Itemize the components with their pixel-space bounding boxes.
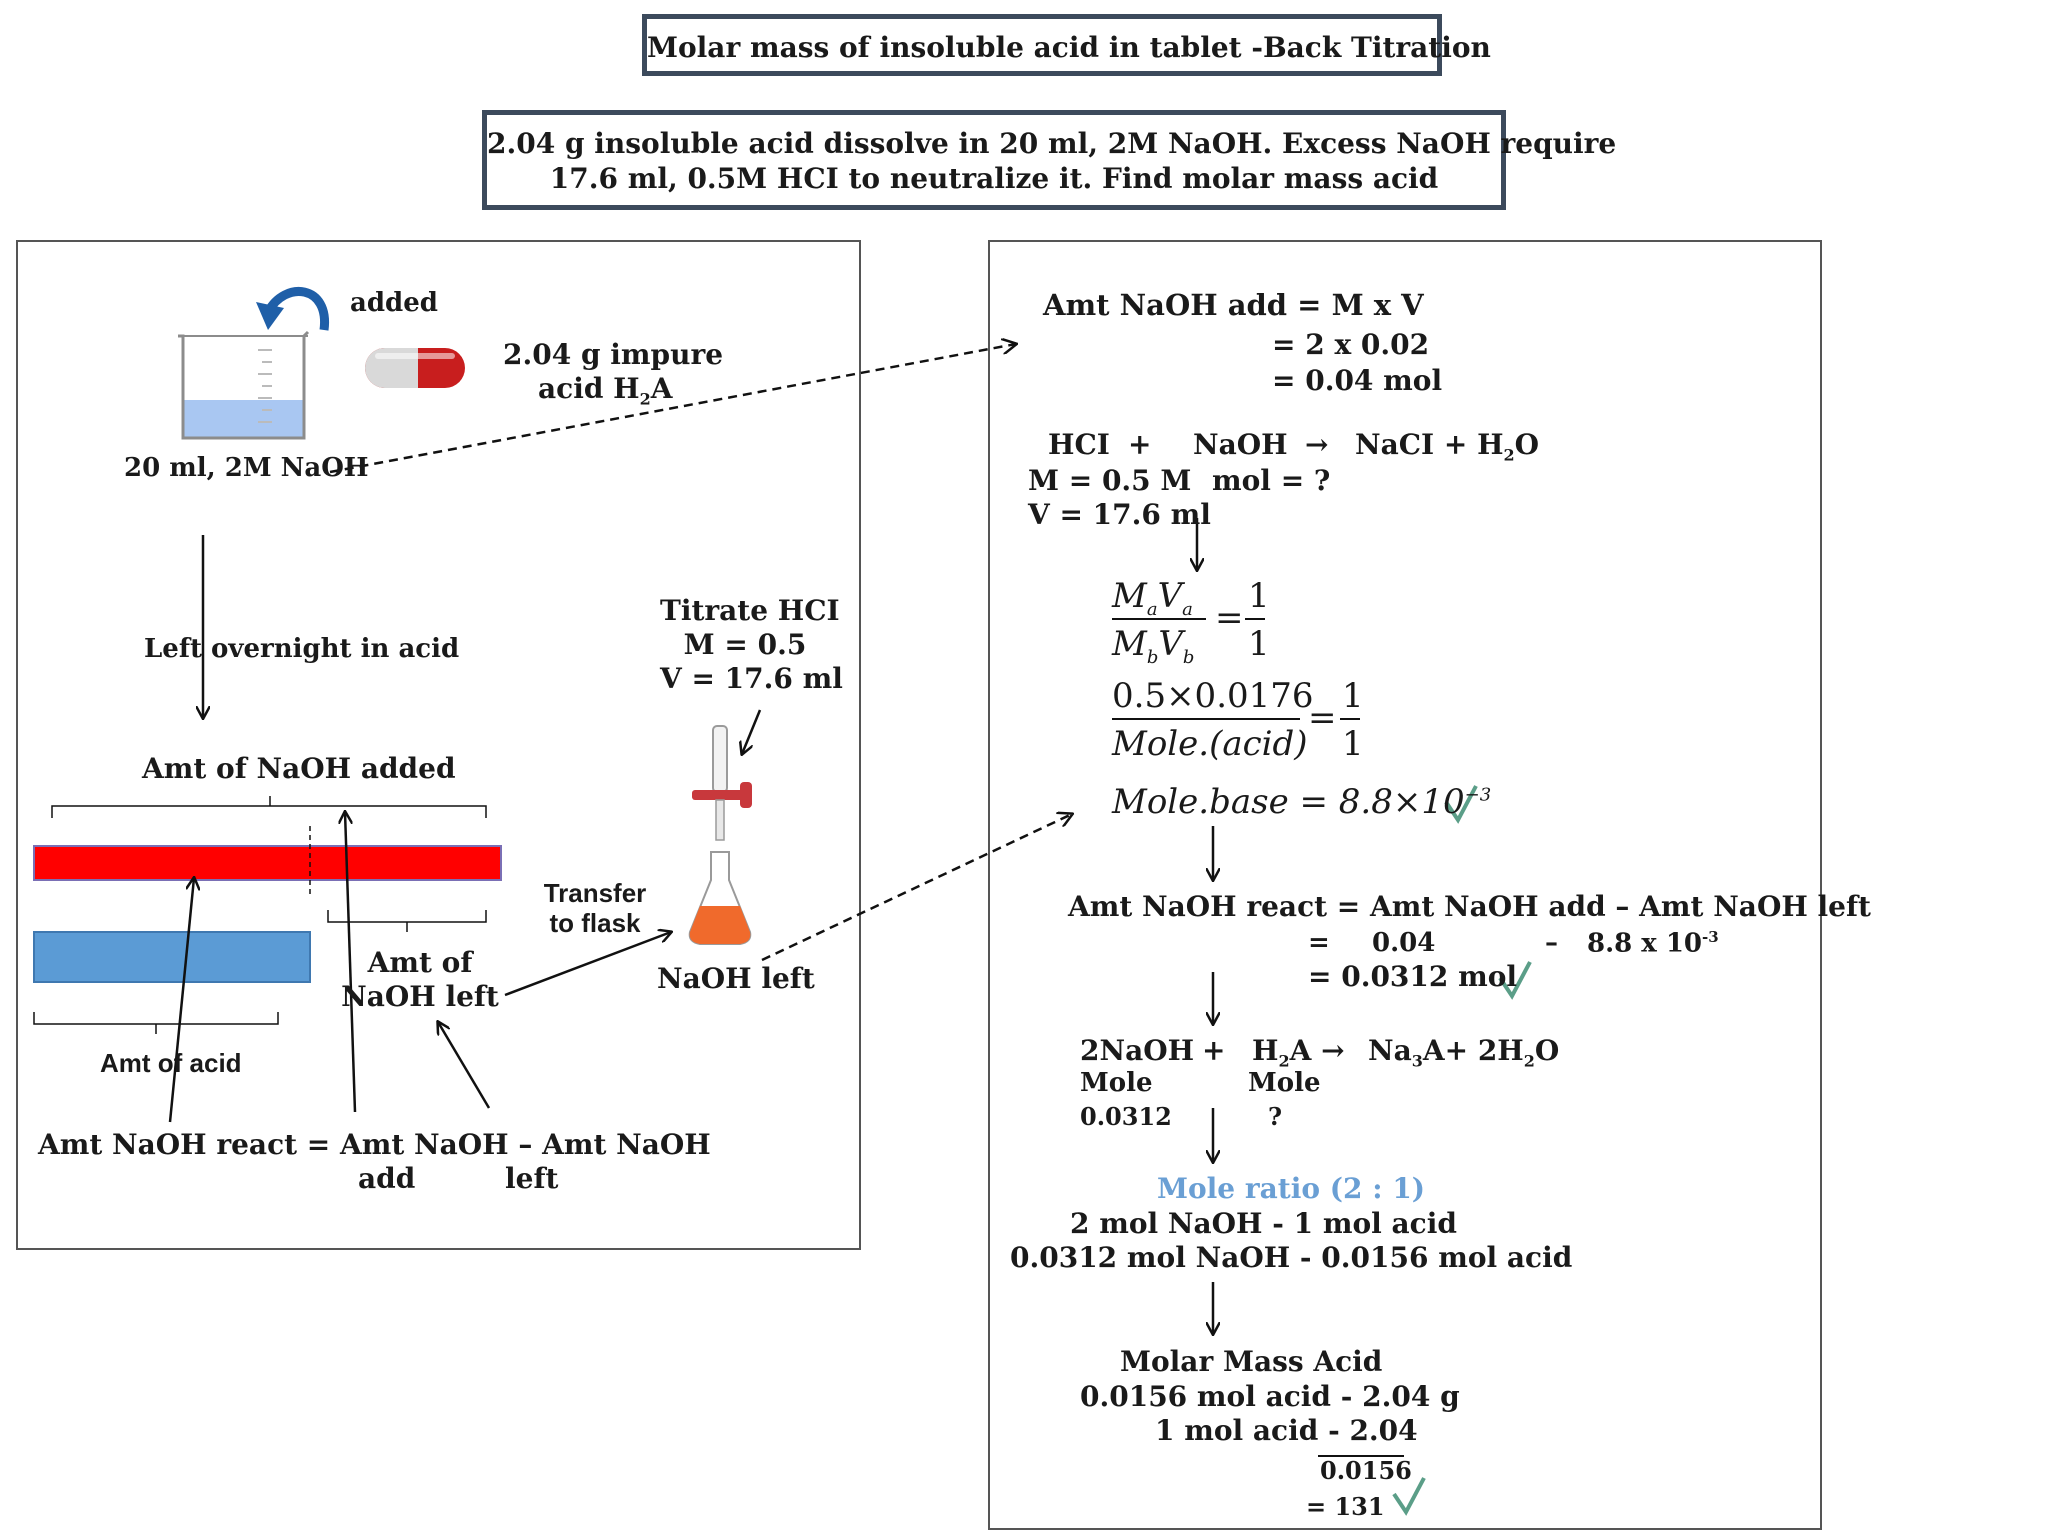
mole-ratio-title: Mole ratio (2 : 1) <box>1157 1172 1426 1205</box>
equation-left: left <box>505 1162 559 1195</box>
equation-add: add <box>358 1162 416 1195</box>
fraction2-rden: 1 <box>1342 724 1364 764</box>
title-box: Molar mass of insoluble acid in tablet -… <box>642 14 1491 76</box>
reaction1-products: NaCI + H2O <box>1355 428 1540 465</box>
mole-base: Mole.base = 8.8×10−3 <box>1112 782 1492 822</box>
reaction1-hcl: HCI <box>1048 428 1110 461</box>
tablet-label-1: 2.04 g impure <box>503 338 724 371</box>
step2-line1: Amt NaOH react = Amt NaOH add – Amt NaOH… <box>1068 890 1871 923</box>
right-panel <box>988 240 1822 1530</box>
reaction1-naoh: NaOH <box>1193 428 1288 461</box>
fraction1-rden: 1 <box>1248 624 1270 664</box>
reaction2-plus: + <box>1202 1034 1226 1067</box>
curved-arrow-icon <box>256 287 329 331</box>
beaker-label: 20 ml, 2M NaOH <box>124 453 369 483</box>
check-icon <box>1444 785 1478 824</box>
page-title: Molar mass of insoluble acid in tablet -… <box>647 31 1491 64</box>
reaction2-products: Na3A+ 2H2O <box>1368 1034 1560 1071</box>
reaction2-mole1: Mole <box>1080 1068 1153 1098</box>
reaction1-mol: mol = ? <box>1212 464 1331 497</box>
reaction1-volume: V = 17.6 ml <box>1028 498 1211 531</box>
reaction1-arrow: → <box>1305 428 1329 461</box>
reaction2-naoh: 2NaOH <box>1080 1034 1195 1067</box>
transfer-label-2: to flask <box>549 908 641 938</box>
dashed-arrow-top <box>329 344 1016 474</box>
tablet-label-2: acid H2A <box>538 372 673 409</box>
fraction1-denominator: MbVb <box>1112 624 1195 668</box>
beaker-icon <box>178 330 310 440</box>
titrate-label-2: M = 0.5 <box>683 628 807 661</box>
fraction2-rnum: 1 <box>1342 676 1364 716</box>
mole-ratio-line2: 0.0312 mol NaOH - 0.0156 mol acid <box>1010 1241 1573 1274</box>
transfer-label-1: Transfer <box>543 878 647 908</box>
titrate-label-1: Titrate HCI <box>660 594 840 627</box>
flask-icon <box>688 851 752 945</box>
titrate-label-3: V = 17.6 ml <box>660 662 843 695</box>
reaction2-acid: H2A → <box>1252 1034 1345 1071</box>
blue-bar <box>33 931 311 983</box>
fraction1-rnum: 1 <box>1248 576 1270 616</box>
overnight-label: overnight in acid <box>211 634 460 664</box>
amt-naoh-left-1: Amt of <box>367 946 473 979</box>
problem-line-1: 2.04 g insoluble acid dissolve in 20 ml,… <box>487 127 1617 160</box>
mole-ratio-line1: 2 mol NaOH - 1 mol acid <box>1070 1207 1457 1240</box>
left-panel <box>16 240 861 1250</box>
fraction1-numerator: MaVa <box>1112 576 1193 620</box>
step2-left-value: 8.8 x 10-3 <box>1587 928 1719 959</box>
step2-line3: = 0.0312 mol <box>1308 960 1518 993</box>
capsule-icon <box>365 348 465 388</box>
fraction2-equals: = <box>1308 698 1337 738</box>
reaction1-plus: + <box>1128 428 1152 461</box>
molar-mass-result: = 131 <box>1306 1492 1385 1521</box>
amt-naoh-left-2: NaOH left <box>341 980 499 1013</box>
step1-line1: Amt NaOH add = M x V <box>1043 288 1424 322</box>
reaction2-q: ? <box>1268 1102 1283 1131</box>
reaction2-mole2: Mole <box>1248 1068 1321 1098</box>
reaction1-molarity: M = 0.5 M <box>1028 464 1192 497</box>
step2-minus: – <box>1545 928 1558 958</box>
check-icon <box>1392 1477 1426 1516</box>
step2-equals: = <box>1308 928 1330 958</box>
fraction2-denominator: Mole.(acid) <box>1112 724 1308 764</box>
amt-naoh-added: Amt of NaOH added <box>142 752 456 785</box>
step1-line3: = 0.04 mol <box>1272 364 1443 397</box>
amt-of-acid: Amt of acid <box>100 1048 242 1078</box>
step2-value: 0.04 <box>1372 928 1436 958</box>
fraction2-numerator: 0.5×0.0176 <box>1112 676 1314 716</box>
dashed-arrow-bottom <box>761 814 1072 962</box>
reaction2-val1: 0.0312 <box>1080 1102 1172 1131</box>
molar-mass-line2: 1 mol acid - 2.04 <box>1155 1414 1418 1447</box>
molar-mass-denominator: 0.0156 <box>1320 1456 1412 1485</box>
red-bar <box>33 845 502 881</box>
naoh-left-label: NaOH left <box>657 962 815 995</box>
molar-mass-line1: 0.0156 mol acid - 2.04 g <box>1080 1380 1460 1413</box>
added-label: added <box>350 288 438 318</box>
check-icon <box>1498 961 1532 1000</box>
problem-line-2: 17.6 ml, 0.5M HCI to neutralize it. Find… <box>549 162 1439 195</box>
molar-mass-title: Molar Mass Acid <box>1120 1345 1383 1378</box>
problem-box: 2.04 g insoluble acid dissolve in 20 ml,… <box>482 110 1617 210</box>
burette-icon <box>692 725 752 841</box>
equation-line-1: Amt NaOH react = Amt NaOH – Amt NaOH <box>38 1128 711 1161</box>
fraction1-equals: = <box>1215 598 1244 638</box>
left-label: Left <box>144 634 203 664</box>
step1-line2: = 2 x 0.02 <box>1272 328 1430 361</box>
